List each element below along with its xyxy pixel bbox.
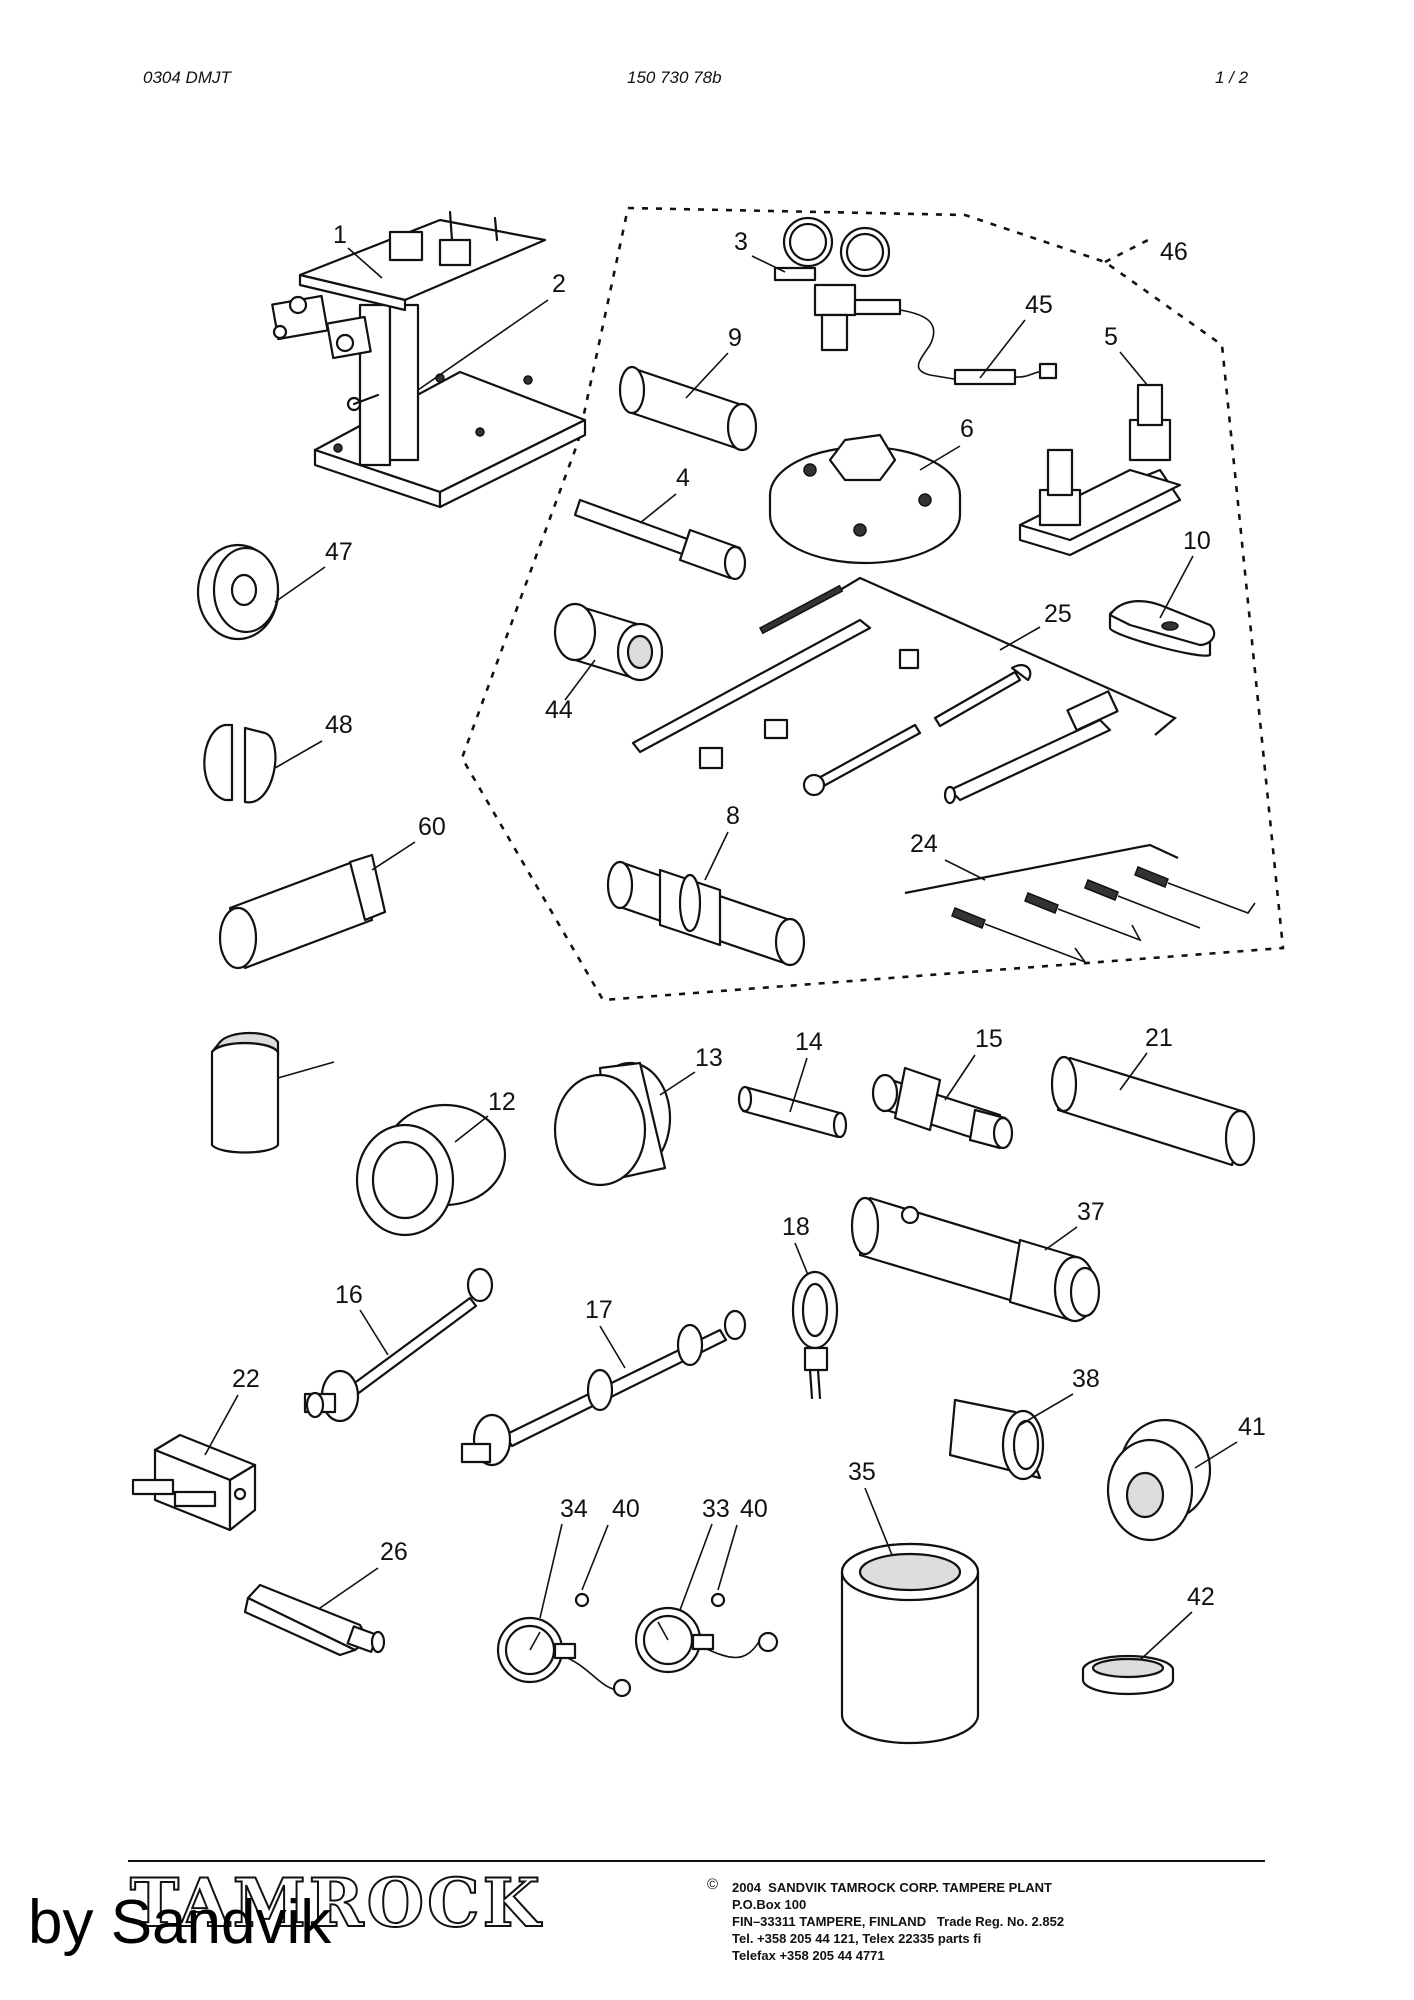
callout-34: 34 — [560, 1495, 588, 1523]
callout-43: 41 — [1238, 1413, 1266, 1441]
callout-16: 16 — [335, 1281, 363, 1309]
callout-45: 46 — [1160, 238, 1188, 266]
callout-6: 6 — [960, 415, 974, 443]
callout-46: 47 — [325, 538, 353, 566]
o-ring-40-b — [710, 1592, 726, 1608]
callout-10: 10 — [1183, 527, 1211, 555]
callout-5: 5 — [1104, 323, 1118, 351]
callout-48: 60 — [418, 813, 446, 841]
part-hex-adapter-26 — [243, 1583, 386, 1657]
callout-35: 35 — [848, 1458, 876, 1486]
callout-25: 25 — [1044, 600, 1072, 628]
callout-21: 21 — [1145, 1024, 1173, 1052]
copyright-line: P.O.Box 100 — [732, 1897, 807, 1912]
callout-17: 17 — [585, 1296, 613, 1324]
header-document-code: 0304 DMJT — [143, 68, 231, 87]
part-bushing-43 — [1106, 1418, 1212, 1542]
footer-rule — [128, 1860, 1265, 1862]
part-eye-bolt-18 — [791, 1270, 839, 1400]
callout-12: 12 — [488, 1088, 516, 1116]
part-tube-37 — [850, 1196, 1101, 1323]
part-housing-35 — [840, 1542, 980, 1745]
copyright-line: Telefax +358 205 44 4771 — [732, 1948, 885, 1963]
part-picks-24 — [951, 866, 1256, 964]
tamrock-logo: TAMROCK — [129, 1864, 544, 1942]
callout-14: 14 — [795, 1028, 823, 1056]
callout-13: 13 — [695, 1044, 723, 1072]
part-stand — [271, 210, 587, 509]
part-shaft-17 — [460, 1309, 747, 1467]
part-disc-46 — [196, 543, 280, 641]
callout-40-b: 40 — [740, 1495, 768, 1523]
callout-3: 4 — [676, 464, 690, 492]
group-45-boundary — [460, 206, 1285, 1002]
part-bar-21 — [1050, 1055, 1256, 1167]
copyright-line: 2004 SANDVIK TAMROCK CORP. TAMPERE PLANT — [732, 1880, 1052, 1895]
header-part-number: 150 730 78b — [627, 68, 722, 87]
callout-47: 48 — [325, 711, 353, 739]
part-plug-13 — [553, 1061, 672, 1187]
callout-24: 24 — [910, 830, 938, 858]
callout-37: 37 — [1077, 1198, 1105, 1226]
callout-33: 33 — [702, 1495, 730, 1523]
callout-42: 44 — [545, 696, 573, 724]
part-fixture-5 — [1018, 383, 1182, 557]
callout-1: 1 — [333, 221, 347, 249]
group-45-leader — [1104, 236, 1153, 264]
part-shaft-15 — [871, 1066, 1014, 1150]
callout-41: 45 — [1025, 291, 1053, 319]
callout-4: 3 — [734, 228, 748, 256]
o-ring-40-a — [574, 1592, 590, 1608]
copyright-symbol: © — [707, 1876, 719, 1893]
callout-18: 18 — [782, 1213, 810, 1241]
part-gauge-33 — [634, 1606, 779, 1674]
part-plate-10 — [1108, 600, 1216, 657]
callout-44: 42 — [1187, 1583, 1215, 1611]
copyright-line: Tel. +358 205 44 121, Telex 22335 parts … — [732, 1931, 982, 1946]
callout-9: 9 — [728, 324, 742, 352]
part-split-ring-47 — [203, 723, 277, 804]
part-ring-12 — [355, 1103, 507, 1237]
watermark-text: by Sandvik — [28, 1888, 332, 1957]
callout-40-a: 40 — [612, 1495, 640, 1523]
copyright-block: 2004 SANDVIK TAMROCK CORP. TAMPERE PLANT… — [732, 1879, 1064, 1964]
part-pin-14 — [737, 1085, 848, 1139]
part-stepped-pin-8 — [606, 860, 806, 967]
copyright-line: FIN–33311 TAMPERE, FINLAND Trade Reg. No… — [732, 1914, 1065, 1929]
bracket-25 — [839, 576, 1178, 736]
part-cap-44 — [1081, 1654, 1175, 1696]
part-round-bar-9 — [618, 365, 758, 452]
part-cylinder-48 — [218, 853, 387, 970]
bracket-24 — [904, 843, 1179, 895]
part-regulator — [773, 216, 1058, 386]
part-sleeve-38 — [948, 1398, 1045, 1481]
callout-2: 2 — [552, 270, 566, 298]
part-bushing-42 — [553, 602, 664, 682]
header-page-number: 1 / 2 — [1215, 68, 1249, 87]
part-tool-kit-25 — [631, 584, 1119, 805]
callout-26: 26 — [380, 1538, 408, 1566]
part-flange — [768, 433, 962, 565]
part-block-60 — [210, 1032, 280, 1154]
callout-8: 8 — [726, 802, 740, 830]
callout-22: 22 — [232, 1365, 260, 1393]
callout-15: 15 — [975, 1025, 1003, 1053]
part-gauge-34 — [496, 1616, 632, 1698]
part-extension-bar — [573, 498, 747, 581]
callout-38: 38 — [1072, 1365, 1100, 1393]
part-clamp-22 — [131, 1433, 257, 1532]
part-shaft-16 — [303, 1267, 494, 1423]
